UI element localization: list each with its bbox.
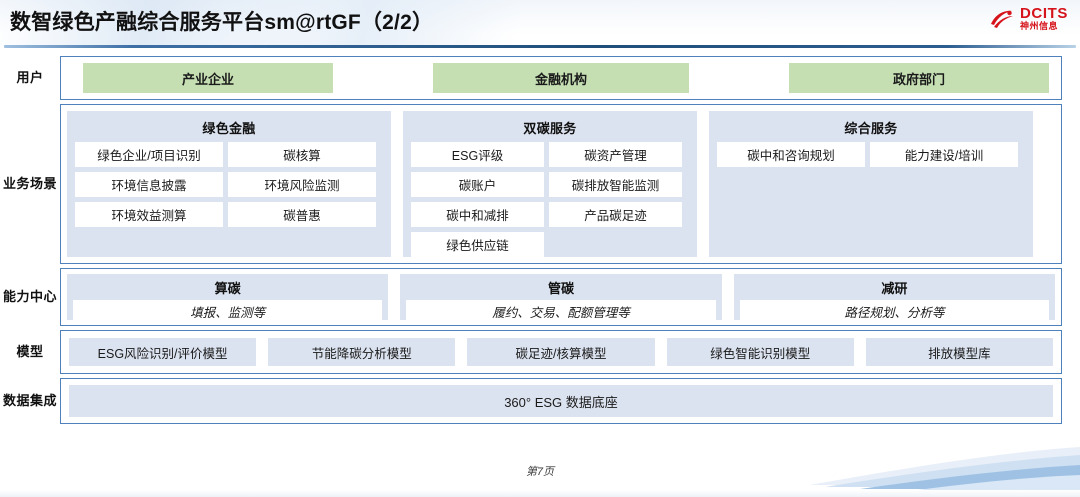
brand-wordmark: DCITS 神州信息 [1020, 6, 1068, 31]
scenario-cell[interactable]: 环境风险监测 [228, 172, 376, 197]
row-label-data-integration: 数据集成 [2, 392, 57, 408]
scenario-cell[interactable]: 碳中和减排 [411, 202, 544, 227]
user-chip-industry[interactable]: 产业企业 [83, 63, 333, 93]
group-title-dual-carbon: 双碳服务 [523, 121, 577, 136]
model-chip-carbon-footprint[interactable]: 碳足迹/核算模型 [467, 338, 655, 366]
scenario-cell[interactable]: 绿色供应链 [411, 232, 544, 257]
row-models: 模型 ESG风险识别/评价模型 节能降碳分析模型 碳足迹/核算模型 绿色智能识别… [0, 330, 1080, 374]
users-row-body: 产业企业 金融机构 政府部门 [60, 56, 1062, 100]
model-chip-green-recognition[interactable]: 绿色智能识别模型 [666, 338, 854, 366]
scenarios-row-body: 绿色金融 绿色企业/项目识别 碳核算 环境信息披露 环境风险监测 环境效益测算 … [60, 104, 1062, 264]
group-cells-dual-carbon: ESG评级 碳资产管理 碳账户 碳排放智能监测 碳中和减排 产品碳足迹 绿色供应… [411, 142, 689, 257]
model-chip-emission-library[interactable]: 排放模型库 [865, 338, 1054, 366]
brand-name-en: DCITS [1020, 5, 1068, 22]
scenario-group-green-finance: 绿色金融 绿色企业/项目识别 碳核算 环境信息披露 环境风险监测 环境效益测算 … [67, 111, 391, 257]
scenario-group-dual-carbon: 双碳服务 ESG评级 碳资产管理 碳账户 碳排放智能监测 碳中和减排 产品碳足迹… [403, 111, 697, 257]
scenario-cell[interactable]: 碳中和咨询规划 [717, 142, 865, 167]
row-label-capability-center: 能力中心 [2, 288, 57, 304]
model-chip-esg-risk[interactable]: ESG风险识别/评价模型 [69, 338, 257, 366]
user-chip-government[interactable]: 政府部门 [789, 63, 1049, 93]
scenario-cell[interactable]: 碳普惠 [228, 202, 376, 227]
scenario-cell[interactable]: 产品碳足迹 [549, 202, 682, 227]
scenario-group-comprehensive: 综合服务 碳中和咨询规划 能力建设/培训 [709, 111, 1033, 257]
group-cells-comprehensive: 碳中和咨询规划 能力建设/培训 [717, 142, 1025, 167]
capability-group-carbon-management: 管碳 履约、交易、配额管理等 [400, 274, 722, 322]
scenario-cell[interactable]: 环境效益测算 [75, 202, 223, 227]
scenario-cell[interactable]: 能力建设/培训 [870, 142, 1018, 167]
group-title-comprehensive: 综合服务 [844, 121, 898, 136]
capability-row-body: 算碳 填报、监测等 管碳 履约、交易、配额管理等 减研 路径规划、分析等 [60, 268, 1062, 326]
model-chip-energy-saving[interactable]: 节能降碳分析模型 [268, 338, 456, 366]
scenario-cell[interactable]: ESG评级 [411, 142, 544, 167]
brand-logo: DCITS 神州信息 [989, 6, 1068, 31]
group-cells-green-finance: 绿色企业/项目识别 碳核算 环境信息披露 环境风险监测 环境效益测算 碳普惠 [75, 142, 383, 227]
row-users: 用户 产业企业 金融机构 政府部门 [0, 56, 1080, 100]
data-foundation-chip[interactable]: 360° ESG 数据底座 [69, 385, 1053, 417]
capability-group-reduction-research: 减研 路径规划、分析等 [733, 274, 1055, 322]
capability-title: 减研 [881, 281, 908, 296]
dcits-swirl-icon [991, 10, 1013, 28]
header-background-sheen [0, 0, 1080, 46]
row-label-business-scenarios: 业务场景 [2, 175, 57, 191]
scenario-cell[interactable]: 碳账户 [411, 172, 544, 197]
user-chip-financial[interactable]: 金融机构 [433, 63, 689, 93]
architecture-diagram: 用户 产业企业 金融机构 政府部门 业务场景 绿色金融 绿色企业/项目识别 碳核… [0, 56, 1080, 424]
group-title-green-finance: 绿色金融 [202, 121, 256, 136]
scenario-cell[interactable]: 碳资产管理 [549, 142, 682, 167]
header-divider-rule [4, 45, 1076, 48]
row-business-scenarios: 业务场景 绿色金融 绿色企业/项目识别 碳核算 环境信息披露 环境风险监测 环境… [0, 104, 1080, 264]
brand-name-cn: 神州信息 [1020, 21, 1059, 31]
scenario-cell[interactable]: 碳核算 [228, 142, 376, 167]
capability-title: 管碳 [547, 281, 574, 296]
capability-title: 算碳 [214, 281, 241, 296]
data-row-body: 360° ESG 数据底座 [60, 378, 1062, 424]
row-label-users: 用户 [16, 69, 44, 85]
capability-description[interactable]: 路径规划、分析等 [739, 300, 1049, 322]
bottom-strip [0, 490, 1080, 497]
row-data-integration: 数据集成 360° ESG 数据底座 [0, 378, 1080, 424]
row-label-models: 模型 [16, 343, 44, 359]
page-number-footer: 第7页 [525, 466, 555, 478]
capability-description[interactable]: 履约、交易、配额管理等 [406, 300, 716, 322]
scenario-cell[interactable]: 环境信息披露 [75, 172, 223, 197]
row-capability-center: 能力中心 算碳 填报、监测等 管碳 履约、交易、配额管理等 减研 路径规划、分析… [0, 268, 1080, 326]
scenario-cell[interactable]: 碳排放智能监测 [549, 172, 682, 197]
models-row-body: ESG风险识别/评价模型 节能降碳分析模型 碳足迹/核算模型 绿色智能识别模型 … [60, 330, 1062, 374]
capability-description[interactable]: 填报、监测等 [73, 300, 383, 322]
scenario-cell[interactable]: 绿色企业/项目识别 [75, 142, 223, 167]
page-title: 数智绿色产融综合服务平台sm@rtGF（2/2） [10, 11, 434, 34]
capability-group-carbon-accounting: 算碳 填报、监测等 [67, 274, 389, 322]
slide-header: 数智绿色产融综合服务平台sm@rtGF（2/2） DCITS 神州信息 [0, 0, 1080, 52]
